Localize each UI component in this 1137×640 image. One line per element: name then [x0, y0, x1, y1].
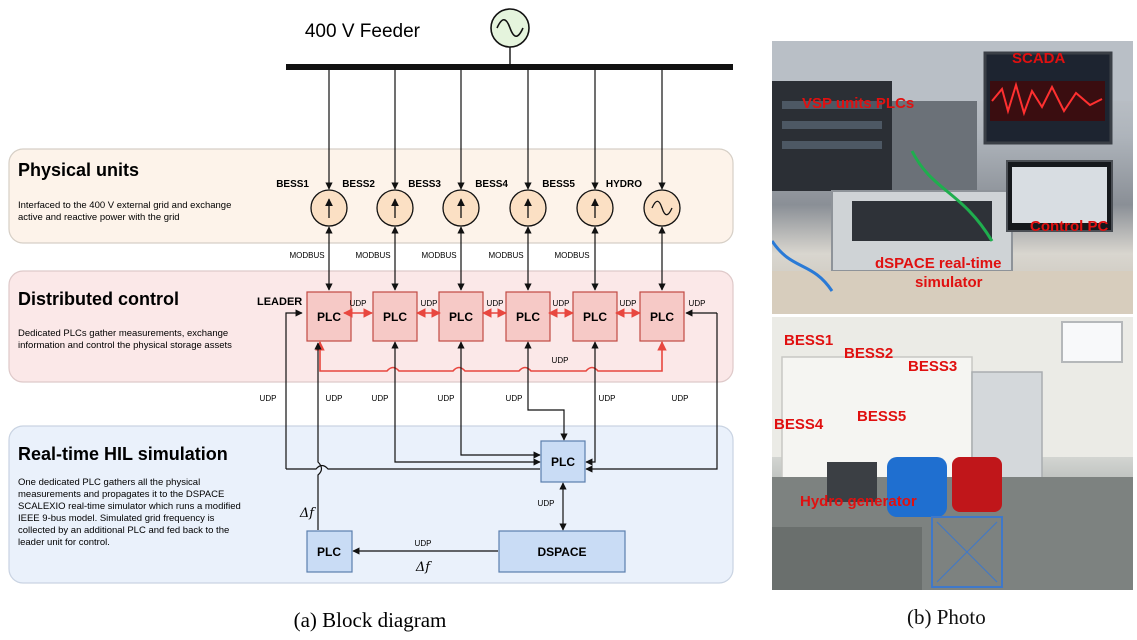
udp-label: UDP [438, 394, 455, 403]
caption-block-diagram: (a) Block diagram [294, 608, 447, 632]
udp-label: UDP [372, 394, 389, 403]
ac-source-icon [491, 9, 529, 67]
hil-desc-line: measurements and propagates it to the DS… [18, 489, 224, 500]
unit-label: BESS1 [276, 179, 309, 190]
udp-label: UDP [599, 394, 616, 403]
udp-label: UDP [487, 299, 504, 308]
physical-units-title: Physical units [18, 160, 139, 180]
lab-photo-bottom: BESS1 BESS2 BESS3 BESS4 BESS5 Hydro gene… [772, 317, 1133, 590]
feeder-label: 400 V Feeder [305, 21, 421, 42]
photo-label-hydro-generator: Hydro generator [800, 494, 917, 509]
physical-units-desc-1: Interfaced to the 400 V external grid an… [18, 200, 231, 211]
distributed-control-title: Distributed control [18, 289, 179, 309]
block-diagram: 400 V Feeder Physical units Interfaced t… [0, 0, 770, 640]
udp-label: UDP [672, 394, 689, 403]
photo-label-dspace-2: simulator [915, 275, 983, 290]
udp-label: UDP [326, 394, 343, 403]
modbus-label: MODBUS [355, 251, 390, 260]
udp-label: UDP [538, 499, 555, 508]
physical-units-desc-2: active and reactive power with the grid [18, 212, 180, 223]
hil-desc-line: collected by an additional PLC and fed b… [18, 525, 229, 536]
udp-label: UDP [415, 539, 432, 548]
hil-desc-line: SCALEXIO real-time simulator which runs … [18, 501, 241, 512]
photo-label-bess2: BESS2 [844, 346, 893, 361]
photo-label-scada: SCADA [1012, 51, 1065, 66]
plc-label: PLC [449, 310, 473, 324]
plc-label: PLC [317, 310, 341, 324]
leader-label: LEADER [257, 296, 302, 308]
hil-title: Real-time HIL simulation [18, 444, 228, 464]
photo-label-vsp-plcs: VSP units PLCs [802, 96, 914, 111]
unit-label: HYDRO [606, 179, 642, 190]
hil-desc-line: leader unit for control. [18, 537, 110, 548]
plc-label: PLC [383, 310, 407, 324]
udp-label: UDP [553, 299, 570, 308]
photo-label-bess1: BESS1 [784, 333, 833, 348]
photo-label-control-pc: Control PC [1030, 219, 1108, 234]
distributed-control-desc-2: information and control the physical sto… [18, 340, 232, 351]
udp-label: UDP [620, 299, 637, 308]
photo-panel: SCADA VSP units PLCs Control PC dSPACE r… [772, 41, 1133, 590]
modbus-label: MODBUS [421, 251, 456, 260]
plc-label: PLC [516, 310, 540, 324]
unit-label: BESS4 [475, 179, 508, 190]
distributed-control-desc-1: Dedicated PLCs gather measurements, exch… [18, 328, 228, 339]
udp-label: UDP [689, 299, 706, 308]
photo-label-bess3: BESS3 [908, 359, 957, 374]
plc-label: PLC [583, 310, 607, 324]
hil-desc-line: One dedicated PLC gathers all the physic… [18, 477, 200, 488]
unit-label: BESS2 [342, 179, 375, 190]
photo-label-bess4: BESS4 [774, 417, 823, 432]
unit-label: BESS5 [542, 179, 575, 190]
plc-label: PLC [650, 310, 674, 324]
hil-desc-line: IEEE 9-bus model. Simulated grid frequen… [18, 513, 215, 524]
modbus-label: MODBUS [289, 251, 324, 260]
unit-label: BESS3 [408, 179, 441, 190]
udp-ring-label: UDP [552, 356, 569, 365]
modbus-label: MODBUS [554, 251, 589, 260]
udp-label: UDP [421, 299, 438, 308]
modbus-label: MODBUS [488, 251, 523, 260]
hil-plc-label: PLC [551, 455, 575, 469]
delta-f-label: Δf [299, 506, 316, 521]
freq-plc-label: PLC [317, 545, 341, 559]
udp-label: UDP [350, 299, 367, 308]
caption-photo: (b) Photo [907, 605, 986, 630]
delta-f-label: Δf [415, 560, 432, 575]
distributed-control-panel [9, 271, 733, 382]
lab-photo-top: SCADA VSP units PLCs Control PC dSPACE r… [772, 41, 1133, 314]
udp-label: UDP [260, 394, 277, 403]
dspace-label: DSPACE [537, 545, 586, 559]
udp-label: UDP [506, 394, 523, 403]
photo-label-dspace-1: dSPACE real-time [875, 256, 1001, 271]
photo-label-bess5: BESS5 [857, 409, 906, 424]
